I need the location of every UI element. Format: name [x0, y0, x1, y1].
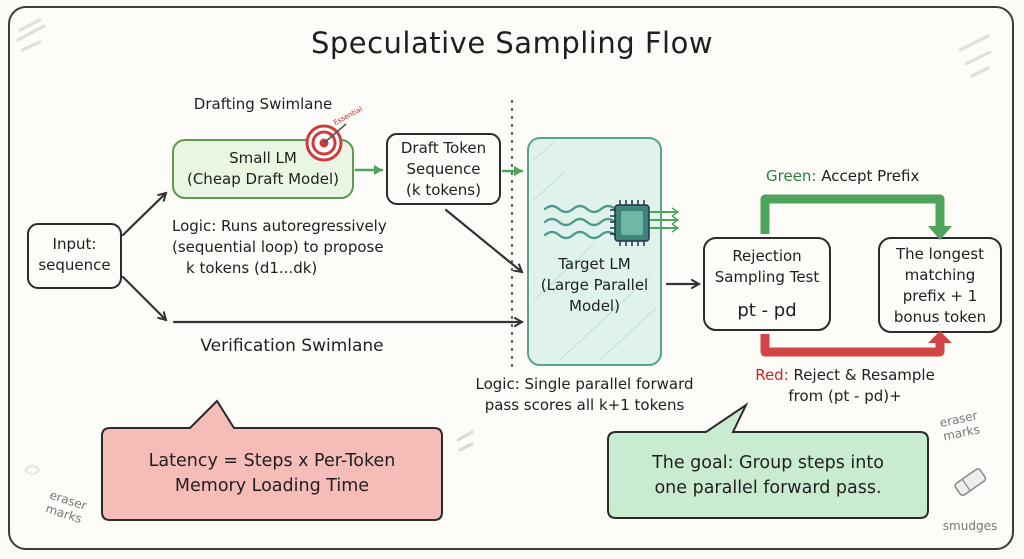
- latency-callout-bubble: [101, 399, 443, 521]
- chip-icon: [610, 200, 680, 246]
- drafting-swimlane-label: Drafting Swimlane: [193, 95, 333, 113]
- smudge-marks: [16, 18, 992, 475]
- accept-path: [760, 194, 945, 234]
- verification-swimlane-label: Verification Swimlane: [200, 336, 384, 356]
- rejection-node: [703, 237, 831, 331]
- draft-logic-text: Logic: Runs autoregressively (sequential…: [172, 217, 387, 277]
- accept-branch-label: Green: Accept Prefix: [766, 167, 920, 185]
- reject-path: [760, 334, 945, 357]
- reject-branch-label: Red: Reject & Resample from (pt - pd)+: [755, 366, 935, 405]
- input-node-text: Input:sequence: [38, 235, 111, 274]
- smudges-label: smudges: [942, 519, 998, 533]
- small-lm-text: Small LM(Cheap Draft Model): [186, 149, 339, 188]
- eraser-icon: [954, 468, 987, 497]
- accept-arrowhead: [928, 226, 952, 240]
- draft-token-node: [386, 133, 501, 205]
- wave-lines-icon: [543, 204, 617, 240]
- target-badge-icon: [305, 123, 347, 162]
- rejection-formula: pt - pd: [737, 300, 797, 321]
- reject-arrowhead: [928, 331, 952, 343]
- flow-arrows: [121, 193, 699, 322]
- page-title: Speculative Sampling Flow: [310, 26, 714, 60]
- target-lm-hatch: [533, 141, 657, 361]
- goal-callout-bubble: [607, 402, 929, 519]
- small-lm-node: [172, 139, 354, 199]
- green-arrows: [354, 165, 524, 176]
- target-lm-node: [527, 137, 662, 366]
- input-node: [27, 223, 122, 289]
